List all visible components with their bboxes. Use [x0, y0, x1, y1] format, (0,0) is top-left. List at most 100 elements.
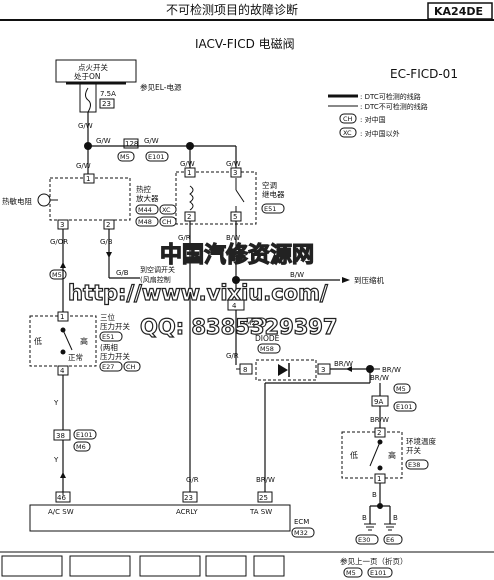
- model-text: KA24DE: [434, 5, 483, 18]
- svg-text:M48: M48: [138, 218, 152, 226]
- svg-text:中国汽修资源网: 中国汽修资源网: [160, 242, 314, 268]
- diode: DIODE M58 8 3: [239, 334, 331, 381]
- svg-text:2: 2: [106, 221, 110, 229]
- ecm: 46 A/C SW G/R 23 ACRLY BR/W 25 TA SW ECM…: [29, 476, 315, 538]
- svg-text:46: 46: [57, 494, 66, 502]
- svg-text:G/B: G/B: [100, 238, 113, 246]
- svg-text:QQ: 8385329397: QQ: 8385329397: [140, 315, 338, 339]
- svg-text:压力开关: 压力开关: [100, 351, 130, 361]
- svg-text:1: 1: [187, 169, 191, 177]
- svg-text:到空调开关: 到空调开关: [140, 265, 175, 274]
- svg-text:TA SW: TA SW: [249, 508, 272, 516]
- svg-text:E27: E27: [102, 363, 114, 371]
- svg-text:到压缩机: 到压缩机: [354, 275, 384, 285]
- svg-text:: 对中国: : 对中国: [360, 115, 386, 124]
- svg-text:高: 高: [80, 336, 88, 346]
- svg-text:E38: E38: [408, 461, 420, 469]
- svg-text:E51: E51: [264, 205, 276, 213]
- diagram-title: IACV-FICD 电磁阀: [195, 36, 295, 51]
- svg-text:G/W: G/W: [144, 137, 159, 145]
- svg-text:G/W: G/W: [180, 160, 195, 168]
- svg-text:: DTC不可检测的线路: : DTC不可检测的线路: [360, 102, 428, 111]
- ac-relay: 1 3 2 5 空调 继电器 E51: [175, 167, 285, 225]
- svg-text:处于ON: 处于ON: [74, 71, 101, 81]
- svg-text:B/W: B/W: [290, 271, 304, 279]
- svg-text:CH: CH: [126, 363, 136, 371]
- svg-text:M6: M6: [76, 443, 86, 451]
- svg-text:热敏电阻: 热敏电阻: [2, 196, 32, 206]
- svg-text:E30: E30: [358, 536, 370, 544]
- svg-text:38: 38: [56, 432, 65, 440]
- svg-text:开关: 开关: [406, 445, 421, 455]
- svg-text:G/W: G/W: [96, 137, 111, 145]
- svg-text:BR/W: BR/W: [334, 360, 353, 368]
- see-prev-note: 参见上一页（折页）: [340, 556, 408, 566]
- thermal-amplifier: 1 热控 放大器 M44 XC M48 CH: [49, 173, 177, 227]
- svg-text:B: B: [362, 514, 367, 522]
- svg-text:压力开关: 压力开关: [100, 321, 130, 331]
- svg-text:G/R: G/R: [186, 476, 199, 484]
- svg-text:BR/W: BR/W: [370, 374, 389, 382]
- svg-text:低: 低: [350, 450, 358, 460]
- svg-text:低: 低: [34, 336, 42, 346]
- svg-text:1: 1: [377, 475, 381, 483]
- svg-text:1: 1: [60, 313, 64, 321]
- thermal-resistor: 热敏电阻: [2, 193, 58, 207]
- svg-text:G/W: G/W: [226, 160, 241, 168]
- svg-text:M58: M58: [260, 345, 274, 353]
- svg-text:23: 23: [102, 100, 111, 108]
- svg-text:3: 3: [60, 221, 64, 229]
- ambient-temp-switch: 2 低 高 1 环境温度 开关 E38: [341, 427, 436, 484]
- svg-text:E6: E6: [386, 536, 394, 544]
- legend: : DTC可检测的线路 : DTC不可检测的线路 CH : 对中国 XC : 对…: [328, 92, 428, 138]
- ignition-switch: 点火开关 处于ON: [55, 59, 137, 85]
- svg-text:(风扇控制: (风扇控制: [140, 275, 171, 284]
- svg-text:E51: E51: [102, 333, 114, 341]
- connector-128: [123, 138, 139, 149]
- svg-text:4: 4: [232, 302, 237, 310]
- svg-text:: 对中国以外: : 对中国以外: [360, 129, 400, 138]
- svg-text:DIODE: DIODE: [255, 334, 280, 343]
- svg-text:M5: M5: [120, 153, 130, 161]
- svg-text:5: 5: [233, 213, 237, 221]
- svg-text:G/R: G/R: [178, 234, 191, 242]
- svg-text:三位: 三位: [100, 312, 115, 322]
- svg-text:9A: 9A: [374, 398, 383, 406]
- diagram-code: EC-FICD-01: [390, 67, 458, 81]
- svg-text:B/W: B/W: [226, 234, 240, 242]
- svg-text:Y: Y: [53, 399, 59, 407]
- svg-text:M5: M5: [396, 385, 406, 393]
- svg-text:BR/W: BR/W: [370, 416, 389, 424]
- svg-text:继电器: 继电器: [262, 189, 285, 199]
- svg-text:ECM: ECM: [294, 518, 309, 526]
- svg-text:BR/W: BR/W: [382, 366, 401, 374]
- svg-text:2: 2: [377, 429, 381, 437]
- svg-text:点火开关: 点火开关: [78, 62, 108, 72]
- svg-text:参见EL-电源: 参见EL-电源: [140, 82, 182, 92]
- svg-text:热控: 热控: [136, 184, 151, 194]
- svg-text:CH: CH: [343, 115, 353, 123]
- svg-text:M5: M5: [52, 271, 62, 279]
- svg-text:G/B: G/B: [116, 269, 129, 277]
- svg-text:: DTC可检测的线路: : DTC可检测的线路: [360, 92, 421, 101]
- svg-text:空调: 空调: [262, 180, 277, 190]
- connector-face-strip: [1, 555, 285, 577]
- svg-text:3: 3: [233, 169, 237, 177]
- svg-text:M5: M5: [346, 569, 356, 577]
- svg-text:E101: E101: [148, 153, 165, 161]
- svg-text:8: 8: [243, 366, 247, 374]
- svg-text:E101: E101: [396, 403, 413, 411]
- svg-text:CH: CH: [162, 218, 172, 226]
- svg-text:G/OR: G/OR: [50, 238, 68, 246]
- connector-9a: [371, 395, 389, 407]
- svg-text:7.5A: 7.5A: [100, 90, 116, 98]
- svg-text:G/R: G/R: [226, 352, 239, 360]
- svg-text:高: 高: [388, 450, 396, 460]
- svg-text:XC: XC: [343, 129, 352, 137]
- triple-pressure-switch: 1 低 高 正常 4 三位 压力开关 E51 (两相 压力开关 E27 CH: [29, 311, 141, 376]
- svg-text:4: 4: [60, 367, 65, 375]
- svg-text:B: B: [372, 491, 377, 499]
- svg-text:正常: 正常: [68, 353, 83, 362]
- svg-text:http://www.vixiu.com/: http://www.vixiu.com/: [68, 281, 328, 305]
